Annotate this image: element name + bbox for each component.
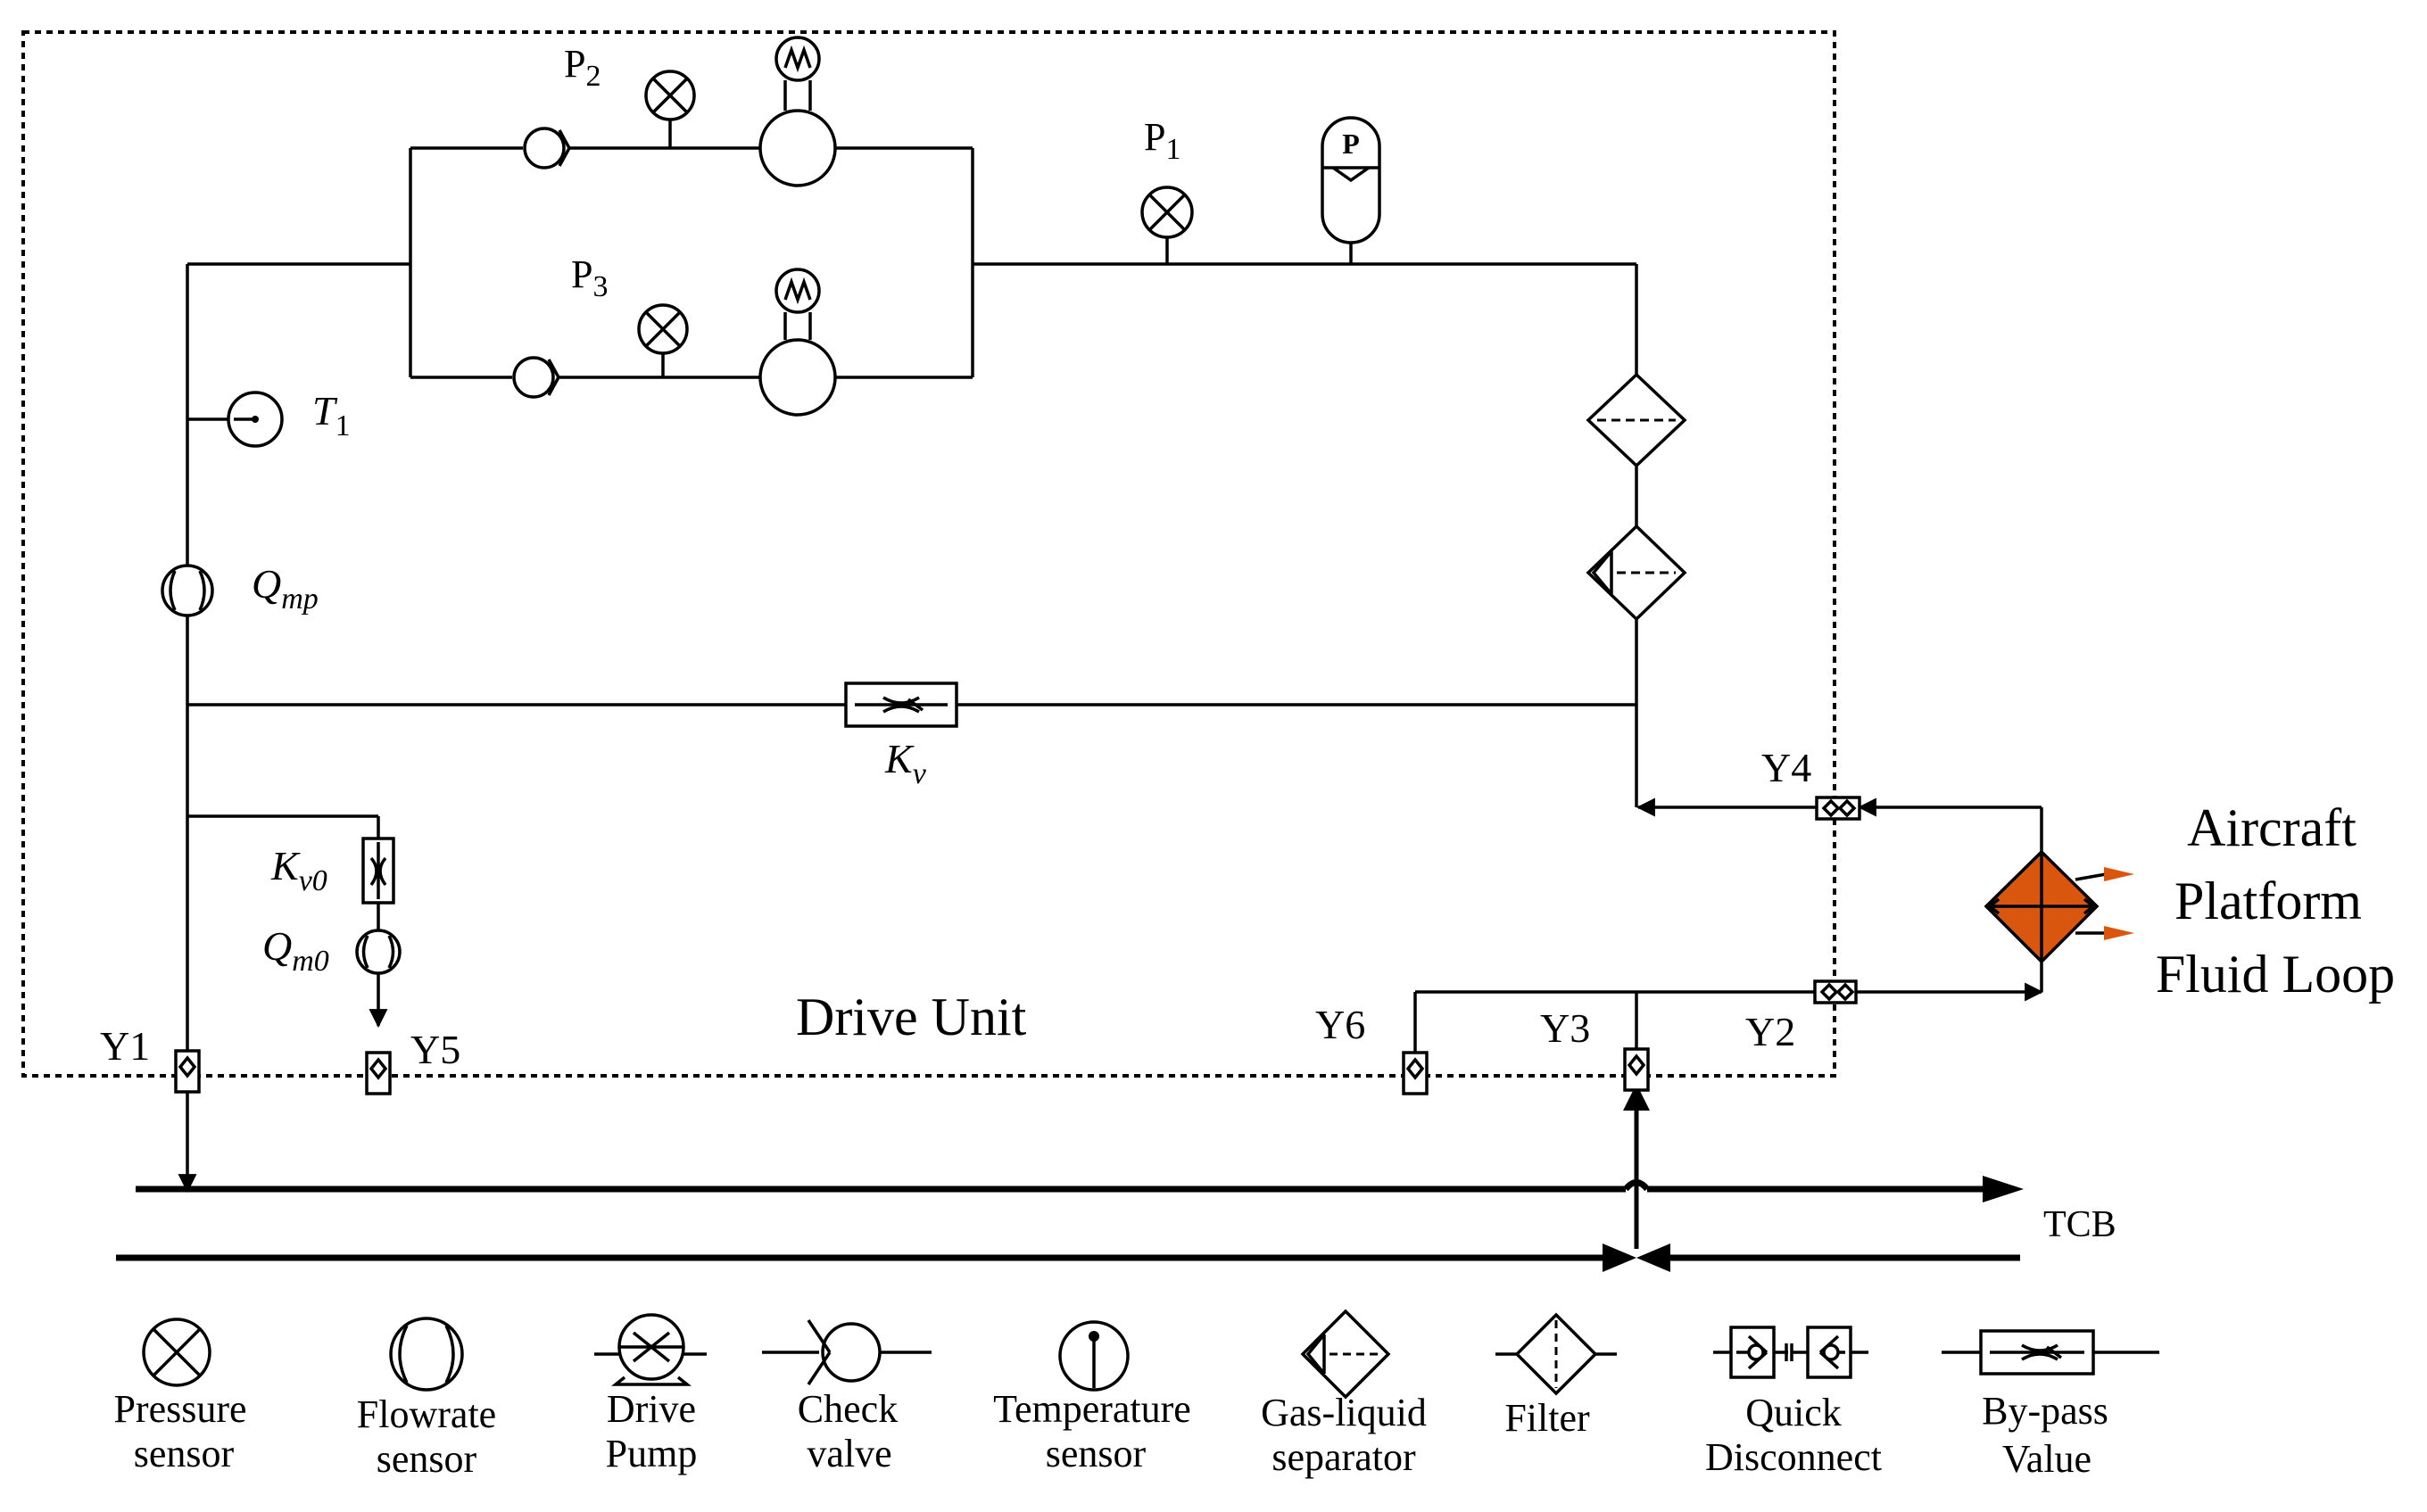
legend-flowrate-sensor: Flowrate sensor	[357, 1317, 496, 1481]
temperature-sensor-t1	[187, 391, 284, 448]
legend-pressure-sensor: Pressure sensor	[113, 1318, 247, 1475]
component-labels: P2 P1 P3 T1 Qmp Kv Kv0 Qm0 Drive Unit Y1…	[100, 42, 2395, 1245]
pressure-sensor-p2	[644, 70, 696, 148]
main-loop-lines	[178, 262, 2044, 1249]
quick-disconnect-y6	[1402, 1051, 1429, 1095]
legend-gas-label-2: separator	[1271, 1435, 1416, 1479]
legend-pump-label-1: Drive	[607, 1387, 696, 1431]
label-y3: Y3	[1540, 1005, 1590, 1051]
flowrate-sensor-qmp	[161, 564, 214, 617]
drive-unit-boundary	[21, 30, 1836, 1078]
label-qmp: Qmp	[252, 561, 319, 616]
legend-quick-disconnect: Quick Disconnect	[1705, 1326, 1882, 1479]
legend-temperature-label-1: Temperature	[993, 1387, 1191, 1431]
label-y6: Y6	[1315, 1002, 1365, 1047]
check-valve-top	[523, 127, 571, 169]
legend-temperature-sensor: Temperature sensor	[993, 1320, 1191, 1475]
legend: Pressure sensor Flowrate sensor Drive Pu…	[113, 1309, 2159, 1481]
heat-exchanger	[1984, 849, 2134, 964]
legend-flowrate-label-2: sensor	[377, 1437, 477, 1481]
label-p2: P2	[564, 42, 601, 93]
accumulator: P	[1321, 116, 1381, 264]
label-kv0: Kv0	[270, 843, 327, 897]
pump-branches	[409, 146, 974, 379]
quick-disconnect-y5	[365, 1051, 392, 1095]
label-kv: Kv	[884, 736, 927, 790]
label-qm0: Qm0	[262, 923, 329, 978]
label-aircraft-line2: Platform	[2174, 872, 2362, 930]
label-p3: P3	[571, 252, 608, 303]
quick-disconnect-y4	[1815, 796, 1861, 821]
filter	[1586, 372, 1687, 468]
legend-drive-pump: Drive Pump	[594, 1313, 707, 1475]
legend-gas-label-1: Gas-liquid	[1261, 1391, 1427, 1434]
quick-disconnect-y3	[1623, 1047, 1650, 1092]
pressure-sensor-p3	[637, 303, 689, 377]
label-aircraft-line1: Aircraft	[2187, 798, 2357, 857]
bypass-valve-kv0	[361, 837, 395, 905]
legend-filter-label: Filter	[1504, 1396, 1590, 1440]
label-tcb: TCB	[2043, 1204, 2116, 1245]
legend-gas-liquid-separator: Gas-liquid separator	[1261, 1309, 1427, 1479]
gas-liquid-separator	[1586, 524, 1687, 622]
legend-bypass-label-1: By-pass	[1982, 1389, 2108, 1433]
label-aircraft-line3: Fluid Loop	[2156, 945, 2395, 1004]
legend-bypass-valve: By-pass Value	[1942, 1329, 2159, 1481]
accumulator-mark: P	[1342, 128, 1360, 160]
label-y1: Y1	[100, 1023, 150, 1069]
legend-pump-label-2: Pump	[606, 1432, 698, 1475]
drive-pump-top	[758, 36, 837, 187]
legend-filter: Filter	[1495, 1312, 1617, 1440]
label-y4: Y4	[1761, 745, 1811, 790]
legend-flowrate-label-1: Flowrate	[357, 1392, 496, 1436]
label-t1: T1	[312, 388, 351, 442]
legend-qd-label-2: Disconnect	[1705, 1435, 1882, 1479]
legend-check-label-1: Check	[798, 1387, 898, 1431]
label-drive-unit: Drive Unit	[796, 987, 1027, 1046]
bypass-valve-kv	[844, 682, 958, 728]
drive-pump-bottom	[758, 268, 837, 417]
check-valve-bottom	[512, 356, 560, 399]
legend-temperature-label-2: sensor	[1046, 1432, 1147, 1475]
legend-check-label-2: valve	[807, 1432, 891, 1475]
legend-pressure-label-1: Pressure	[113, 1387, 246, 1431]
label-y2: Y2	[1745, 1009, 1795, 1054]
tcb-buses	[116, 1176, 2024, 1272]
quick-disconnect-y2	[1813, 979, 1858, 1004]
legend-pressure-label-2: sensor	[134, 1432, 235, 1475]
legend-bypass-label-2: Value	[2002, 1437, 2092, 1481]
label-p1: P1	[1144, 115, 1180, 166]
quick-disconnect-y1	[174, 1049, 201, 1094]
label-y5: Y5	[410, 1027, 460, 1072]
legend-qd-label-1: Quick	[1745, 1391, 1842, 1434]
legend-check-valve: Check valve	[762, 1319, 932, 1475]
flowrate-sensor-qm0	[355, 929, 402, 975]
pressure-sensor-p1	[1140, 186, 1194, 264]
